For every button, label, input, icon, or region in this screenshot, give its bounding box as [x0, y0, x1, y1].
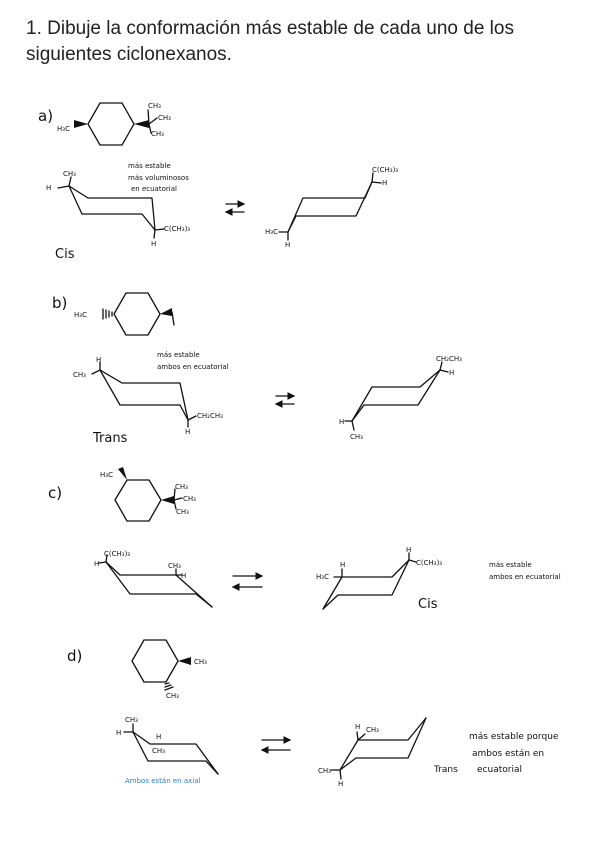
problem-b-right-chair-lower — [351, 369, 441, 422]
problem-c-right-cch3: C(CH₃)₃ — [416, 559, 442, 567]
problem-c-left-h: H — [94, 560, 99, 568]
problem-a-ch3-mid: CH₃ — [158, 114, 171, 122]
problem-c-wedge-right — [161, 496, 174, 504]
problem-c-left-chair-lower — [105, 561, 213, 608]
problem-b-hash-wedge — [102, 308, 113, 320]
problem-b-left-h-top: H — [96, 356, 101, 364]
problem-d-letter: d) — [67, 647, 82, 665]
problem-c-ch3-top: CH₃ — [175, 483, 188, 491]
problem-b-right-ch2ch3: CH₂CH₃ — [436, 355, 462, 363]
problem-a-note-3: en ecuatorial — [131, 185, 177, 193]
problem-d-note-3: ecuatorial — [477, 765, 522, 775]
problem-c-left-h-right: H — [181, 572, 186, 580]
page-title: 1. Dibuje la conformación más estable de… — [26, 18, 514, 65]
problem-c-isomer: Cis — [418, 597, 438, 612]
problem-d-right-h-bottom: H — [338, 780, 343, 788]
problem-c-wedge-left — [118, 467, 127, 480]
problem-c-h3c: H₃C — [100, 471, 113, 479]
problem-a-right-h: H — [382, 179, 387, 187]
problem-b-note-2: ambos en ecuatorial — [157, 363, 229, 371]
problem-a-ch3-bot: CH₃ — [151, 130, 164, 138]
problem-c-left-ch3: CH₃ — [168, 562, 181, 570]
problem-c: c) H₃C CH₃ CH₃ CH₃ C(CH₃)₃ H CH₃ H — [48, 467, 561, 612]
problem-b-wedge-right — [160, 308, 172, 316]
problem-c-ch3-bot: CH₃ — [176, 508, 189, 516]
problem-d-left-h: H — [116, 729, 121, 737]
problem-a-wedge-left — [74, 120, 88, 128]
problem-d-left-chair-upper — [132, 731, 219, 775]
problem-a-right-h3c: H₃C — [265, 228, 278, 236]
problem-c-right-chair-lower — [322, 559, 410, 610]
problem-a-h3c: H₃C — [57, 125, 70, 133]
problem-a-hexagon — [87, 102, 135, 146]
problem-b-left-ch2ch3: CH₂CH₃ — [197, 412, 223, 420]
problem-b-letter: b) — [52, 294, 67, 312]
problem-d: d) CH₃ CH₃ CH₃ H H CH₃ Ambos están en ax… — [67, 639, 559, 788]
problem-a-left-chair-lower — [68, 185, 156, 231]
problem-b-hexagon — [113, 292, 161, 336]
problem-c-hexagon — [114, 479, 162, 522]
problem-c-right-h-left: H — [340, 561, 345, 569]
problem-b-left-chair-lower — [99, 369, 189, 421]
problem-d-right-ch3-left: CH₃ — [318, 767, 331, 775]
problem-b-right-h: H — [449, 369, 454, 377]
problem-a-right-chair-lower — [287, 181, 373, 233]
problem-c-right-h-top: H — [406, 546, 411, 554]
problem-b-left-h-bottom: H — [185, 428, 190, 436]
problem-a-left-cch3: C(CH₃)₃ — [164, 225, 190, 233]
problem-a-left-ch3: CH₃ — [63, 170, 76, 178]
problem-b-left-ch3: CH₃ — [73, 371, 86, 379]
problem-c-right-chair-upper — [322, 559, 410, 610]
problem-c-note-2: ambos en ecuatorial — [489, 573, 561, 581]
problem-d-right-ch3-top: CH₃ — [366, 726, 379, 734]
problem-a-wedge-right — [134, 120, 149, 128]
problem-d-hexagon — [131, 639, 179, 683]
problem-a-note-2: más voluminosos — [128, 174, 189, 182]
problem-b-right-chair-upper — [351, 369, 441, 422]
problem-b-right-ch3: CH₃ — [350, 433, 363, 441]
problem-d-left-ch3: CH₃ — [125, 716, 138, 724]
problem-a-note-1: más estable — [128, 162, 171, 170]
problem-d-note-1: más estable porque — [469, 732, 559, 742]
problem-b-right-h-left: H — [339, 418, 344, 426]
problem-b-left-chair-upper — [99, 369, 189, 421]
problem-c-note-1: más estable — [489, 561, 532, 569]
problem-b: b) H₃C H CH₃ CH₂CH₃ H más e — [52, 292, 462, 446]
problem-d-left-note: Ambos están en axial — [125, 777, 200, 785]
problem-d-isomer: Trans — [433, 765, 458, 775]
problem-d-note-2: ambos están en — [472, 749, 544, 759]
problem-b-isomer: Trans — [92, 431, 128, 446]
problem-a-right-cch3: C(CH₃)₃ — [372, 166, 398, 174]
problem-b-note-1: más estable — [157, 351, 200, 359]
problem-a-right-h-bottom: H — [285, 241, 290, 249]
problem-a-letter: a) — [38, 107, 53, 125]
problem-d-ch3-right: CH₃ — [194, 658, 207, 666]
problem-d-left-chair-lower — [132, 731, 219, 775]
problem-d-right-h-top: H — [355, 723, 360, 731]
problem-c-right-h3c: H₃C — [316, 573, 329, 581]
problem-d-hash-wedge — [164, 682, 174, 691]
problem-d-left-h-right: H — [156, 733, 161, 741]
problem-a-left-h-bottom: H — [151, 240, 156, 248]
problem-b-h3c: H₃C — [74, 311, 87, 319]
problem-d-ch3-bottom: CH₃ — [166, 692, 179, 700]
problem-d-right-chair-lower — [339, 717, 427, 771]
problem-a-left-h: H — [46, 184, 51, 192]
problem-c-letter: c) — [48, 484, 62, 502]
problem-d-right-chair-upper — [339, 717, 427, 771]
problem-a-right-chair-upper — [287, 181, 373, 233]
problem-a-isomer: Cis — [55, 247, 75, 262]
problem-d-wedge-right — [178, 657, 191, 665]
problem-a-ch3-top: CH₃ — [148, 102, 161, 110]
problem-a-left-chair-upper — [68, 185, 156, 231]
problem-d-left-ch3-small: CH₃ — [152, 747, 165, 755]
problem-c-left-cch3: C(CH₃)₃ — [104, 550, 130, 558]
problem-c-left-chair-upper — [105, 561, 213, 608]
problem-c-ch3-mid: CH₃ — [183, 495, 196, 503]
problem-a: a) H₃C CH₃ CH₃ CH₃ CH₃ H C(CH₃)₃ H — [38, 102, 398, 262]
